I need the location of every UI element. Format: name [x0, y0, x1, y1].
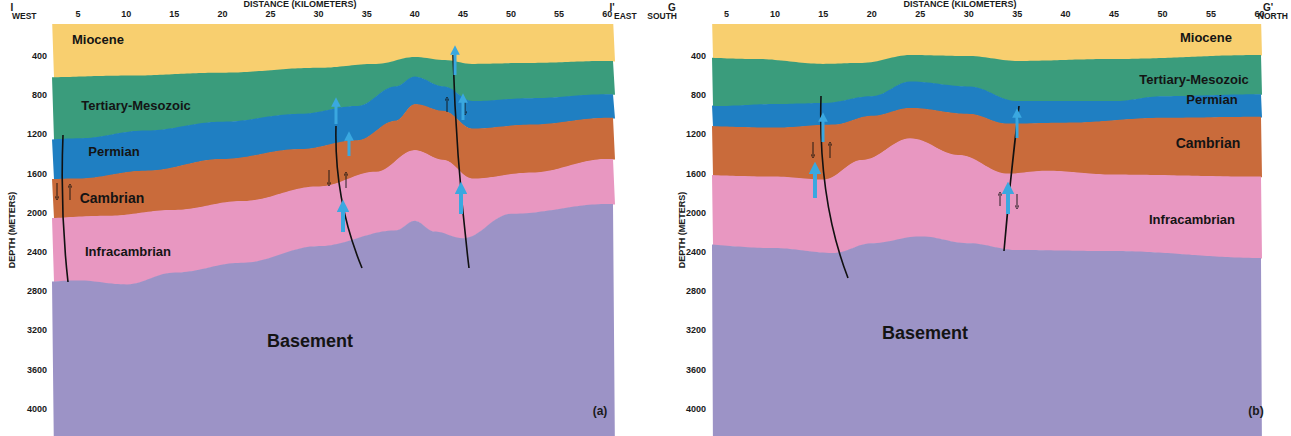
- distance-tick: 30: [314, 10, 324, 20]
- distance-tick: 20: [217, 10, 227, 20]
- layer-name: Infracambrian: [1149, 213, 1235, 228]
- strata-shape: [52, 24, 615, 436]
- depth-tick: 4000: [686, 405, 706, 415]
- distance-tick: 15: [169, 10, 179, 20]
- distance-tick: 5: [76, 10, 81, 20]
- depth-tick: 3200: [27, 326, 47, 336]
- layer-name: Permian: [88, 145, 139, 160]
- depth-tick: 800: [691, 91, 706, 101]
- distance-tick: 10: [121, 10, 131, 20]
- distance-tick: 55: [554, 10, 564, 20]
- depth-tick: 2800: [686, 287, 706, 297]
- distance-tick: 60: [602, 10, 612, 20]
- panel-end-letter: G: [668, 2, 676, 13]
- distance-tick: 50: [506, 10, 516, 20]
- distance-tick: 15: [818, 10, 828, 20]
- direction-label: EAST: [614, 12, 637, 21]
- depth-tick: 400: [32, 52, 47, 62]
- layer-name: Miocene: [1180, 31, 1232, 46]
- distance-tick: 25: [265, 10, 275, 20]
- layer-name: Basement: [882, 323, 968, 344]
- strata-fill: [712, 236, 1262, 436]
- distance-tick: 40: [1061, 10, 1071, 20]
- distance-tick: 25: [915, 10, 925, 20]
- depth-tick: 400: [691, 52, 706, 62]
- layer-name: Tertiary-Mesozoic: [1139, 73, 1249, 88]
- panel-end-letter: I: [11, 2, 14, 13]
- fluid-flow-arrow: [336, 50, 1017, 232]
- depth-tick: 1600: [27, 170, 47, 180]
- distance-tick: 40: [410, 10, 420, 20]
- depth-tick: 4000: [27, 405, 47, 415]
- layer-name: Tertiary-Mesozoic: [81, 99, 191, 114]
- distance-tick: 30: [964, 10, 974, 20]
- panel-tag: (a): [593, 405, 608, 418]
- layer-name: Infracambrian: [85, 245, 171, 260]
- strata-fill: [712, 138, 1262, 258]
- strata-band: Basement: [52, 24, 615, 436]
- axis-title: DISTANCE (KILOMETERS): [244, 0, 357, 10]
- distance-tick: 45: [458, 10, 468, 20]
- panel-end-letter: G': [1263, 2, 1273, 13]
- depth-tick: 800: [32, 91, 47, 101]
- panel-tag: (b): [1248, 405, 1263, 418]
- depth-tick: 2800: [27, 287, 47, 297]
- layer-name: Cambrian: [1176, 135, 1241, 151]
- axis-title: DEPTH (METERS): [8, 192, 18, 269]
- fault: [62, 55, 1019, 282]
- distance-tick: 35: [362, 10, 372, 20]
- fault-motion-arrow: [57, 99, 1017, 207]
- distance-tick: 20: [867, 10, 877, 20]
- depth-tick: 2000: [27, 209, 47, 219]
- layer-name: Permian: [1186, 93, 1237, 108]
- depth-tick: 3200: [686, 326, 706, 336]
- distance-tick: 50: [1157, 10, 1167, 20]
- layer-name: Basement: [267, 331, 353, 352]
- distance-tick: 45: [1109, 10, 1119, 20]
- distance-tick: 60: [1254, 10, 1264, 20]
- layer-name: Cambrian: [80, 190, 145, 206]
- depth-tick: 2400: [686, 248, 706, 258]
- axis-title: DISTANCE (KILOMETERS): [904, 0, 1017, 10]
- depth-tick: 2400: [27, 248, 47, 258]
- layer-name: Miocene: [72, 33, 124, 48]
- depth-tick: 1600: [686, 170, 706, 180]
- distance-tick: 35: [1012, 10, 1022, 20]
- direction-label: SOUTH: [647, 12, 677, 21]
- depth-tick: 1200: [686, 130, 706, 140]
- depth-tick: 1200: [27, 130, 47, 140]
- depth-tick: 2000: [686, 209, 706, 219]
- distance-tick: 10: [770, 10, 780, 20]
- direction-label: WEST: [12, 12, 37, 21]
- distance-tick: 55: [1206, 10, 1216, 20]
- strata-fill: [52, 204, 615, 436]
- depth-tick: 3600: [27, 366, 47, 376]
- depth-tick: 3600: [686, 366, 706, 376]
- distance-tick: 5: [724, 10, 729, 20]
